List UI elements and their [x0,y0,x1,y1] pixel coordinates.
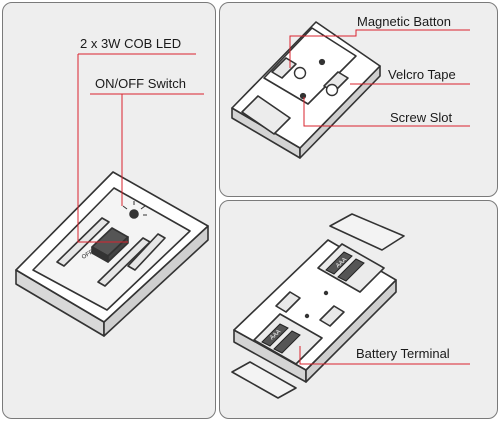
label-battery: Battery Terminal [356,346,450,361]
label-velcro: Velcro Tape [388,67,456,82]
led-rays [122,201,147,216]
lamp-battery [231,213,405,399]
lamp-back [231,21,381,159]
batteries [261,251,365,354]
leader-lines-left [77,53,204,243]
label-screw: Screw Slot [390,110,453,125]
battery-screws [304,290,329,319]
leader-lines-battery [299,346,470,365]
lamp-front [15,171,209,337]
label-magnetic: Magnetic Batton [357,14,451,29]
leader-lines-back [289,29,470,127]
label-cob-led: 2 x 3W COB LED [80,36,182,51]
label-switch: ON/OFF Switch [95,76,187,91]
magnets-screws [293,58,339,100]
